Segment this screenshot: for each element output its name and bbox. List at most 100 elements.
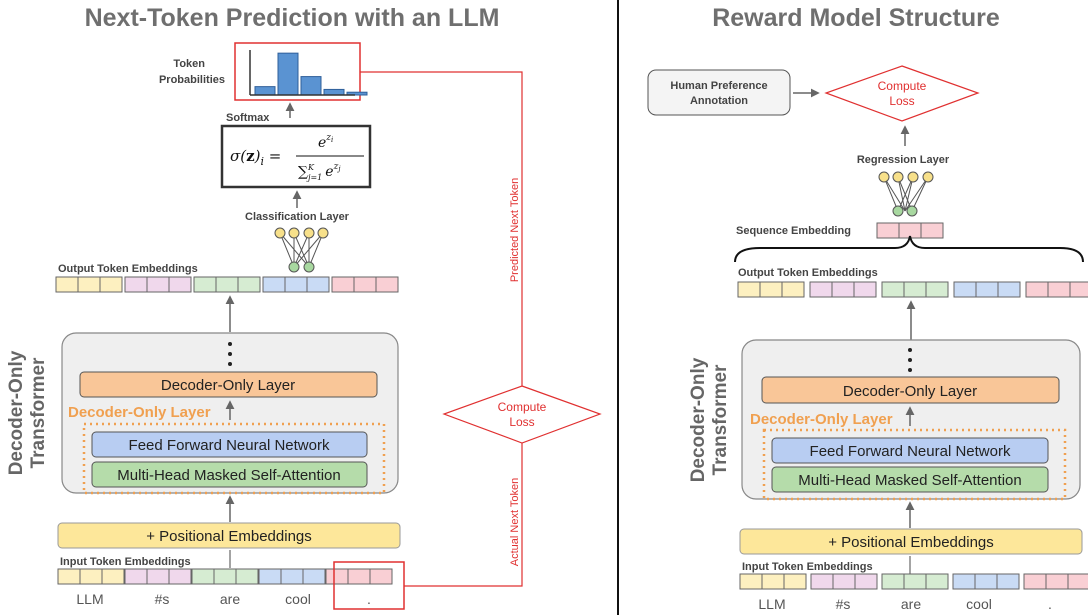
actual-token-path [404,443,523,587]
input-embedding-cell [168,568,192,585]
output-embedding-right-cell [1069,281,1088,298]
input-embedding-cell [280,568,304,585]
svg-text:σ(z)i =: σ(z)i = [230,147,281,168]
transformer-side-label-right-1: Decoder-Only [688,357,709,482]
probability-bar [300,76,322,96]
output-embedding-cell [331,276,355,293]
output-embeddings-label: Output Token Embeddings [58,263,198,275]
softmax-label: Softmax [226,112,270,124]
human-preference-box [647,69,791,116]
input-embedding-cell [79,568,103,585]
input-embedding-right-cell [1023,573,1047,590]
output-embedding-right-cell [737,281,761,298]
output-embedding-right-cell [781,281,805,298]
decoder-layer-dotted-frame [82,422,386,495]
input-embedding-cell [258,568,282,585]
compute-loss-diamond-left [442,385,602,444]
output-token-embeddings [55,276,399,293]
sequence-embedding-cell [876,222,900,239]
output-embedding-right-cell [1047,281,1071,298]
probability-bar [346,91,368,96]
input-embedding-cell [124,568,148,585]
input-embedding-right-cell [974,573,998,590]
output-embedding-right-cell [925,281,949,298]
input-embedding-cell [213,568,237,585]
output-embedding-right-cell [831,281,855,298]
output-embedding-right-cell [759,281,783,298]
left-panel: Next-Token Prediction with an LLM Token … [6,4,602,610]
output-embedding-cell [193,276,217,293]
output-embedding-cell [306,276,330,293]
positional-embeddings-text-right: + Positional Embeddings [828,534,994,551]
token-right-4: . [1048,596,1052,612]
token-right-0: LLM [758,596,785,612]
input-embedding-right-cell [1045,573,1069,590]
input-embedding-cell [146,568,170,585]
token-probabilities-label-2: Probabilities [159,74,225,86]
probability-bars [254,52,368,96]
ffnn-text: Feed Forward Neural Network [129,437,330,454]
output-embedding-right-cell [953,281,977,298]
token-2: are [220,591,240,607]
probability-bar [254,86,276,96]
positional-embeddings-box [57,522,401,549]
probability-bar [277,52,299,96]
decoder-layer-text-right: Decoder-Only Layer [843,383,977,400]
transformer-side-label-1: Decoder-Only [6,350,27,475]
input-token-embeddings-right [739,573,1088,590]
classification-layer-label: Classification Layer [245,211,350,223]
output-embedding-cell [124,276,148,293]
output-embedding-cell [237,276,261,293]
attention-text-right: Multi-Head Masked Self-Attention [798,472,1021,489]
output-embedding-right-cell [1025,281,1049,298]
decoder-layer-box [79,371,378,398]
predicted-next-token-label: Predicted Next Token [509,178,521,282]
actual-next-token-label: Actual Next Token [509,478,521,566]
human-preference-text-1: Human Preference [670,80,767,92]
positional-embeddings-text: + Positional Embeddings [146,528,312,545]
sequence-embedding-cell [920,222,944,239]
input-embedding-right-cell [832,573,856,590]
compute-loss-right-text-1: Compute [878,79,927,93]
token-1: #s [155,591,170,607]
compute-loss-text-1: Compute [498,400,547,414]
left-title: Next-Token Prediction with an LLM [85,4,500,32]
input-embedding-cell [101,568,125,585]
decoder-layer-text: Decoder-Only Layer [161,377,295,394]
input-embedding-cell [369,568,393,585]
output-embedding-right-cell [903,281,927,298]
attention-text: Multi-Head Masked Self-Attention [117,467,340,484]
token-right-1: #s [836,596,851,612]
input-embedding-right-cell [761,573,785,590]
ffnn-box [91,431,368,458]
output-embedding-right-cell [997,281,1021,298]
compute-loss-right-text-2: Loss [889,94,914,108]
output-embedding-right-cell [809,281,833,298]
input-embedding-right-cell [996,573,1020,590]
output-embedding-cell [77,276,101,293]
output-embedding-cell [55,276,79,293]
input-embedding-right-cell [783,573,807,590]
input-embedding-cell [57,568,81,585]
output-embeddings-right-label: Output Token Embeddings [738,267,878,279]
output-embedding-cell [146,276,170,293]
output-token-embeddings-right [737,281,1088,298]
input-embedding-right-cell [854,573,878,590]
sequence-embedding [876,222,944,239]
output-embedding-cell [284,276,308,293]
input-embeddings-label: Input Token Embeddings [60,556,191,568]
probability-bar [323,88,345,96]
ffnn-text-right: Feed Forward Neural Network [810,443,1011,460]
input-embedding-right-cell [810,573,834,590]
input-embeddings-right-label: Input Token Embeddings [742,561,873,573]
output-embedding-cell [99,276,123,293]
transformer-side-label-right-2: Transformer [710,364,731,475]
token-4: . [367,591,371,607]
compute-loss-diamond-right [824,65,980,122]
input-embedding-cell [347,568,371,585]
regression-network-icon [878,171,934,217]
input-embedding-cell [302,568,326,585]
